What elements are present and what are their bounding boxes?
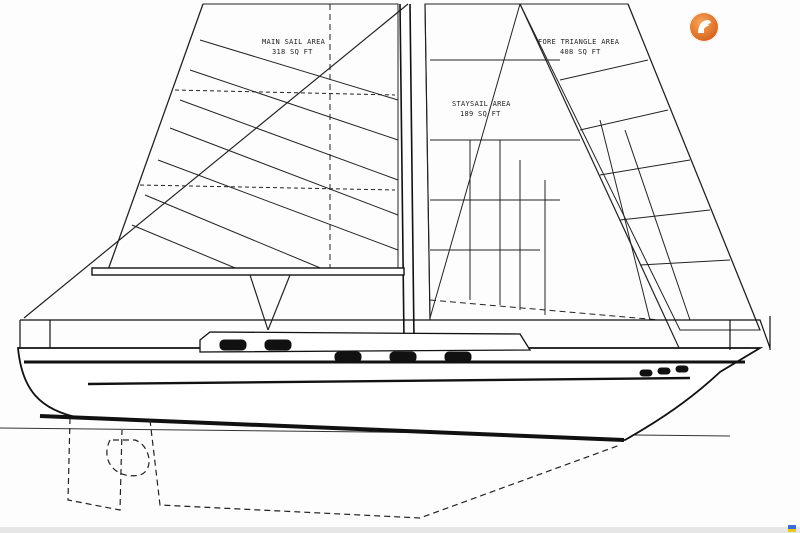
mainsail (107, 3, 399, 273)
brand-logo (689, 12, 719, 42)
mast (399, 3, 415, 341)
keel-and-rudder (67, 417, 621, 519)
horse-head-icon (698, 20, 711, 33)
cabin (199, 331, 689, 377)
fore-triangle-area-value: 408 SQ FT (560, 48, 601, 56)
main-sail-area-value: 318 SQ FT (272, 48, 313, 56)
main-sail-area-label: MAIN SAIL AREA (262, 38, 326, 46)
boom (91, 267, 405, 331)
bottom-edge (0, 527, 800, 533)
fore-triangle (519, 3, 761, 331)
fore-triangle-area-label: FORE TRIANGLE AREA (538, 38, 620, 46)
flag-icon (788, 525, 796, 532)
staysail (424, 3, 661, 321)
hull (17, 316, 771, 442)
staysail-area-label: STAYSAIL AREA (452, 100, 511, 108)
staysail-area-value: 189 SQ FT (460, 110, 501, 118)
rigging (23, 3, 761, 351)
